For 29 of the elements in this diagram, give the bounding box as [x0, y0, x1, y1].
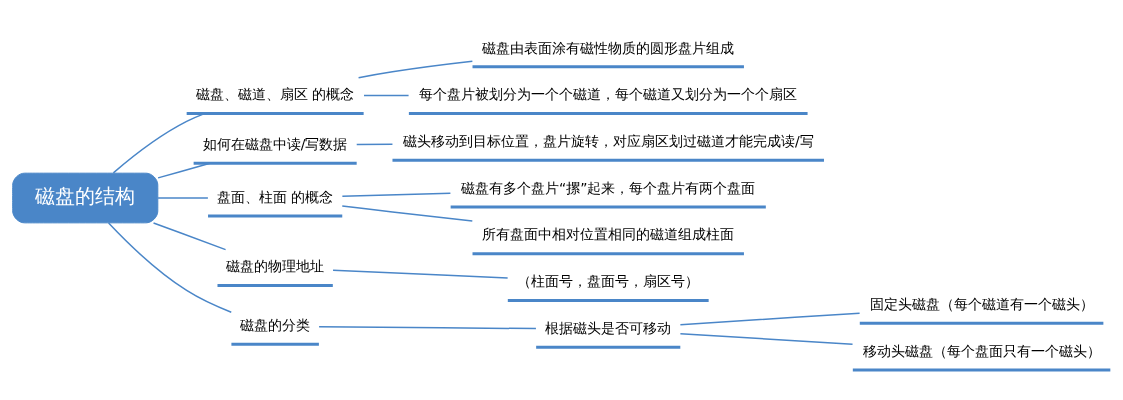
connector — [318, 325, 537, 329]
node-text: 磁头移动到目标位置，盘片旋转，对应扇区划过磁道才能完成读/写 — [402, 132, 814, 149]
node-text: 磁盘、磁道、扇区 的概念 — [195, 85, 355, 102]
connector — [363, 94, 410, 96]
node-text: 磁盘的分类 — [240, 316, 311, 333]
connector — [357, 60, 474, 78]
connector — [332, 268, 509, 279]
node-box: 磁盘的结构 — [12, 172, 159, 223]
node-text: 盘面、柱面 的概念 — [216, 188, 334, 205]
connector — [157, 196, 209, 199]
connector — [107, 221, 232, 313]
connector — [679, 311, 861, 325]
connector — [341, 192, 452, 197]
connector — [355, 143, 394, 145]
connector — [152, 221, 227, 250]
node-text: 移动头磁盘（每个盘面只有一个磁头） — [862, 342, 1101, 359]
node-text: 所有盘面中相对位置相同的磁道组成柱面 — [482, 225, 735, 242]
node-text: 如何在磁盘中读/写数据 — [202, 135, 348, 152]
node-text: 固定头磁盘（每个磁道有一个磁头） — [869, 295, 1094, 312]
node-text: 磁盘的物理地址 — [226, 257, 325, 274]
node-text: 每个盘片被划分为一个个磁道，每个磁道又划分为一个个扇区 — [419, 85, 798, 102]
node-text: （柱面号，盘面号，扇区号） — [517, 272, 700, 289]
connector — [157, 162, 211, 179]
connector — [679, 332, 854, 345]
node-text: 磁盘由表面涂有磁性物质的圆形盘片组成 — [482, 39, 735, 56]
node-text: 磁盘有多个盘片“摞”起来，每个盘片有两个盘面 — [461, 179, 756, 196]
connector — [341, 204, 474, 222]
connector — [112, 112, 206, 174]
node-text: 根据磁头是否可移动 — [545, 319, 672, 336]
